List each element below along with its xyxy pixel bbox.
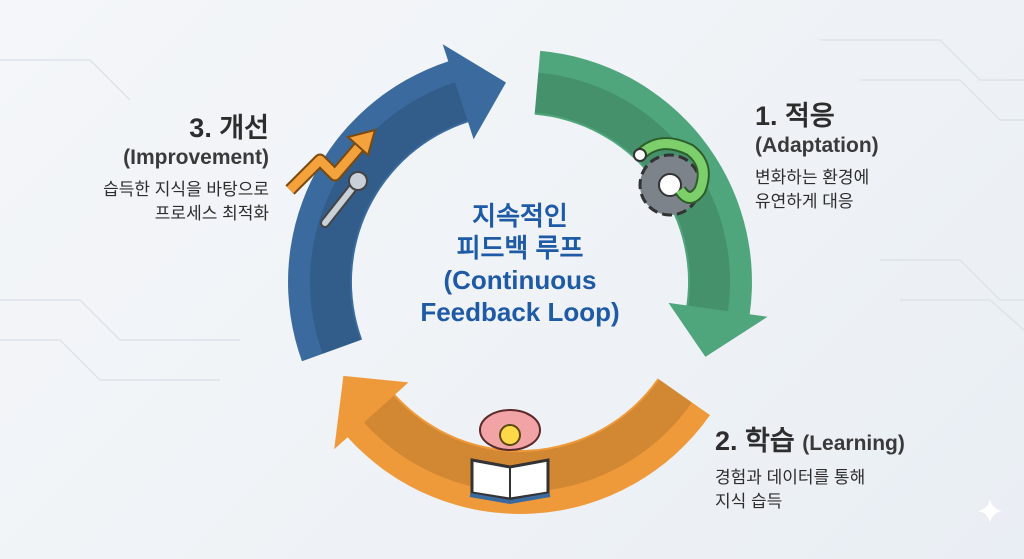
stage-desc: 프로세스 최적화 <box>154 204 269 223</box>
stage-learning-label: 2. 학습 (Learning) 경험과 데이터를 통해 지식 습득 <box>715 425 905 514</box>
stage-desc: 경험과 데이터를 통해 <box>715 468 866 487</box>
center-title-line: Feedback Loop) <box>420 297 620 327</box>
stage-subtitle: (Adaptation) <box>755 134 879 157</box>
stage-title: 2. 학습 <box>715 426 795 456</box>
stage-title: 3. 개선 <box>189 113 269 143</box>
circuit-background <box>0 39 1024 381</box>
stage-title: 1. 적응 <box>755 101 835 131</box>
blue-arc-arrow <box>288 44 506 362</box>
stage-subtitle: (Improvement) <box>123 146 269 169</box>
orange-arc-arrow <box>334 375 710 514</box>
center-title-line: (Continuous <box>443 265 597 295</box>
stage-adaptation-label: 1. 적응 (Adaptation) 변화하는 환경에 유연하게 대응 <box>755 100 879 214</box>
stage-improvement-label: 3. 개선 (Improvement) 습득한 지식을 바탕으로 프로세스 최적… <box>103 112 269 226</box>
sparkle-icon <box>978 499 1002 523</box>
green-arc-arrow <box>534 50 768 357</box>
stage-desc: 유연하게 대응 <box>755 192 854 211</box>
stage-desc: 습득한 지식을 바탕으로 <box>103 180 269 199</box>
center-title-line: 피드백 루프 <box>456 233 584 263</box>
brain-book-icon <box>469 409 551 505</box>
stage-desc: 변화하는 환경에 <box>755 168 870 187</box>
chameleon-gear-icon <box>633 137 710 217</box>
center-title-line: 지속적인 <box>472 201 568 231</box>
center-title: 지속적인 피드백 루프 (Continuous Feedback Loop) <box>370 200 670 328</box>
chart-wrench-icon <box>285 128 377 228</box>
stage-desc: 지식 습득 <box>715 492 783 511</box>
stage-subtitle: (Learning) <box>802 432 905 455</box>
